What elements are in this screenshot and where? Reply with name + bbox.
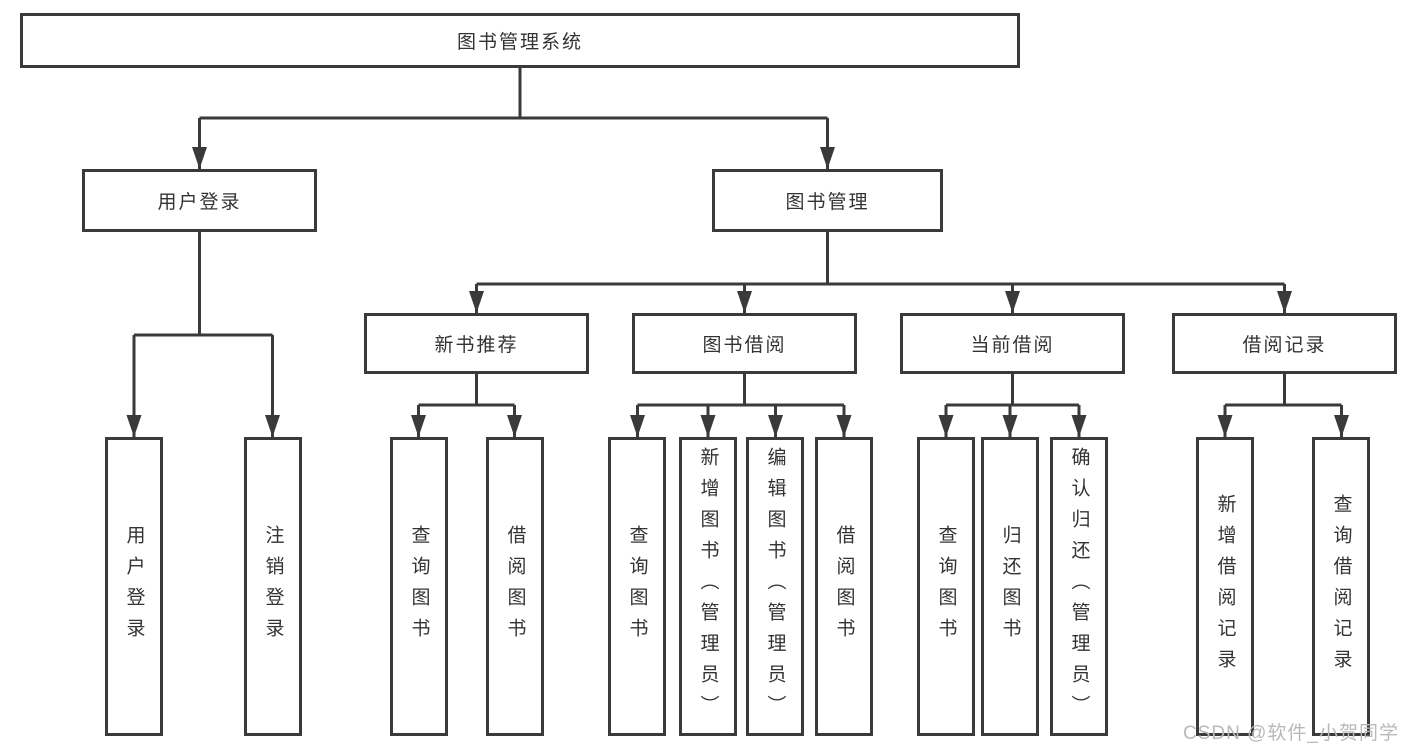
node-new-book-recommend: 新书推荐	[364, 313, 589, 374]
arrowhead-icon	[938, 415, 954, 437]
arrowhead-icon	[507, 415, 522, 437]
node-bb-query-book: 查询图书	[608, 437, 666, 736]
arrowhead-icon	[1071, 415, 1087, 437]
node-bb-borrow-book: 借阅图书	[815, 437, 873, 736]
node-cb-confirm-return-admin: 确认归还（管理员）	[1050, 437, 1108, 736]
arrowhead-icon	[469, 291, 484, 313]
arrowhead-icon	[836, 415, 852, 437]
arrowhead-icon	[1005, 291, 1020, 313]
node-bb-add-book-admin: 新增图书（管理员）	[679, 437, 737, 736]
node-current-borrow: 当前借阅	[900, 313, 1125, 374]
arrowhead-icon	[192, 147, 207, 169]
arrowhead-icon	[411, 415, 426, 437]
node-book-management: 图书管理	[712, 169, 943, 232]
node-book-borrow: 图书借阅	[632, 313, 857, 374]
node-user-login: 用户登录	[82, 169, 317, 232]
arrowhead-icon	[1334, 415, 1349, 437]
arrowhead-icon	[1217, 415, 1233, 437]
node-root: 图书管理系统	[20, 13, 1020, 68]
node-br-add-record: 新增借阅记录	[1196, 437, 1254, 736]
node-cb-return-book: 归还图书	[981, 437, 1039, 736]
node-cb-query-book: 查询图书	[917, 437, 975, 736]
node-login: 用户登录	[105, 437, 163, 736]
node-br-query-record: 查询借阅记录	[1312, 437, 1370, 736]
arrowhead-icon	[265, 415, 280, 437]
arrowhead-icon	[1277, 291, 1292, 313]
arrow-heads	[126, 147, 1349, 437]
arrowhead-icon	[630, 415, 645, 437]
arrowhead-icon	[768, 415, 783, 437]
node-borrow-records: 借阅记录	[1172, 313, 1397, 374]
arrowhead-icon	[1002, 415, 1018, 437]
node-nbr-query-book: 查询图书	[390, 437, 448, 736]
arrowhead-icon	[737, 291, 752, 313]
arrowhead-icon	[820, 147, 835, 169]
node-logout: 注销登录	[244, 437, 302, 736]
watermark: CSDN @软件_小贺同学	[1183, 723, 1399, 744]
arrowhead-icon	[700, 415, 716, 437]
node-bb-edit-book-admin: 编辑图书（管理员）	[746, 437, 804, 736]
connector-lines	[132, 66, 1343, 437]
arrowhead-icon	[126, 415, 142, 437]
node-nbr-borrow-book: 借阅图书	[486, 437, 544, 736]
